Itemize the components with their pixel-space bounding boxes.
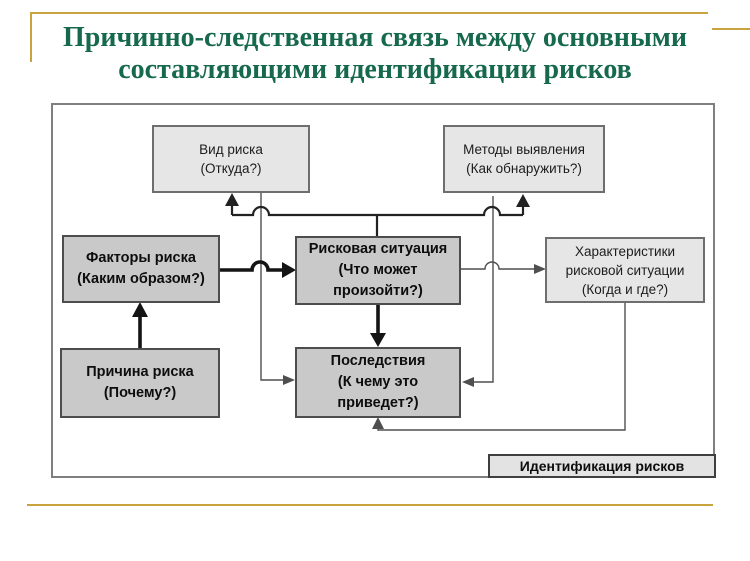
node-text-line: Характеристики xyxy=(574,243,676,259)
node-text-line: (Откуда?) xyxy=(200,161,262,176)
arrowhead-metody-bottom xyxy=(516,194,530,207)
node-text-line: (Что может xyxy=(338,262,418,278)
line-riskovaya-to-kharakteristiki xyxy=(461,261,534,270)
node-faktory-riska: Факторы риска (Каким образом?) xyxy=(62,235,220,303)
node-text-line: рисковой ситуации xyxy=(565,262,685,278)
node-text-line: приведет?) xyxy=(337,395,419,411)
gold-line-top-right xyxy=(712,28,750,30)
arrowhead-posledstviya-right xyxy=(462,377,474,387)
node-text-line: (Каким образом?) xyxy=(77,271,205,287)
arrowhead-riskovaya-left xyxy=(282,262,296,278)
node-text-line: Причина риска xyxy=(86,364,194,380)
node-text-line: (Когда и где?) xyxy=(581,281,669,297)
node-text-line: Факторы риска xyxy=(86,250,196,266)
node-riskovaya-situatsiya: Рисковая ситуация (Что может произойти?) xyxy=(295,236,461,305)
node-text-line: Методы выявления xyxy=(463,142,585,157)
title-line-1: Причинно-следственная связь между основн… xyxy=(62,22,688,53)
arrowhead-kharakteristiki-left xyxy=(534,264,546,274)
node-prichina-riska: Причина риска (Почему?) xyxy=(60,348,220,418)
node-text-line: (К чему это xyxy=(337,374,419,390)
line-metody-to-posledstviya xyxy=(473,196,494,383)
gold-line-bottom xyxy=(27,504,713,506)
gold-line-left xyxy=(30,12,32,62)
node-vid-riska: Вид риска (Откуда?) xyxy=(152,125,310,193)
page-title: Причинно-следственная связь между основн… xyxy=(0,22,750,86)
node-text-line: Вид риска xyxy=(199,142,263,157)
arrowhead-vid-riska-bottom xyxy=(225,193,239,206)
node-text-line: Последствия xyxy=(330,353,426,369)
line-riskovaya-to-top-boxes xyxy=(230,201,525,237)
arrowhead-posledstviya-left xyxy=(283,375,295,385)
node-text-line: произойти?) xyxy=(333,283,423,299)
line-vid-riska-to-posledstviya xyxy=(260,193,284,381)
line-faktory-to-riskovaya xyxy=(220,260,283,272)
node-posledstviya: Последствия (К чему это приведет?) xyxy=(295,347,461,418)
arrowhead-posledstviya-bottom xyxy=(372,417,384,429)
node-text-line: Рисковая ситуация xyxy=(308,241,448,257)
node-metody-vyyavleniya: Методы выявления (Как обнаружить?) xyxy=(443,125,605,193)
gold-line-top xyxy=(30,12,708,14)
arrowhead-posledstviya-top xyxy=(370,333,386,347)
node-text-line: (Как обнаружить?) xyxy=(466,161,582,176)
node-text-line: (Почему?) xyxy=(103,385,177,401)
identification-label: Идентификация рисков xyxy=(488,454,716,478)
node-kharakteristiki: Характеристики рисковой ситуации (Когда … xyxy=(545,237,705,303)
arrowhead-faktory-bottom xyxy=(132,302,148,317)
title-line-2: составляющими идентификации рисков xyxy=(118,54,632,85)
